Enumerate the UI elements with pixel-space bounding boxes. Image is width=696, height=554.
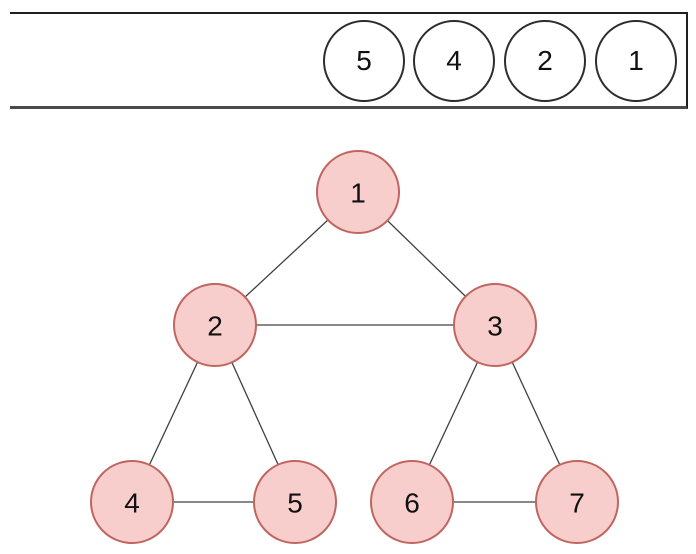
graph-node-7: 7 [535, 460, 619, 544]
queue-item-label: 1 [628, 45, 644, 76]
graph-node-circle [370, 460, 454, 544]
queue-item-label: 2 [537, 45, 553, 76]
graph-node-circle [453, 283, 537, 367]
graph-node-4: 4 [90, 460, 174, 544]
graph-node-circle [535, 460, 619, 544]
queue-item: 5 [323, 20, 405, 102]
graph-node-6: 6 [370, 460, 454, 544]
graph-node-label: 3 [487, 311, 503, 342]
graph-node-label: 1 [350, 178, 366, 209]
graph-node-circle [173, 283, 257, 367]
graph-node-1: 1 [316, 150, 400, 234]
graph-node-2: 2 [173, 283, 257, 367]
graph-node-label: 4 [124, 488, 140, 519]
queue-item-label: 5 [356, 45, 372, 76]
graph-node-3: 3 [453, 283, 537, 367]
graph-node-label: 6 [404, 488, 420, 519]
queue-item: 4 [413, 20, 495, 102]
queue-item: 1 [595, 20, 677, 102]
graph-node-5: 5 [253, 460, 337, 544]
graph-node-circle [316, 150, 400, 234]
graph-node-label: 5 [287, 488, 303, 519]
graph-node-circle [90, 460, 174, 544]
graph-node-label: 2 [207, 311, 223, 342]
queue-item: 2 [504, 20, 586, 102]
queue-item-label: 4 [446, 45, 462, 76]
graph-node-circle [253, 460, 337, 544]
graph-node-label: 7 [569, 488, 585, 519]
